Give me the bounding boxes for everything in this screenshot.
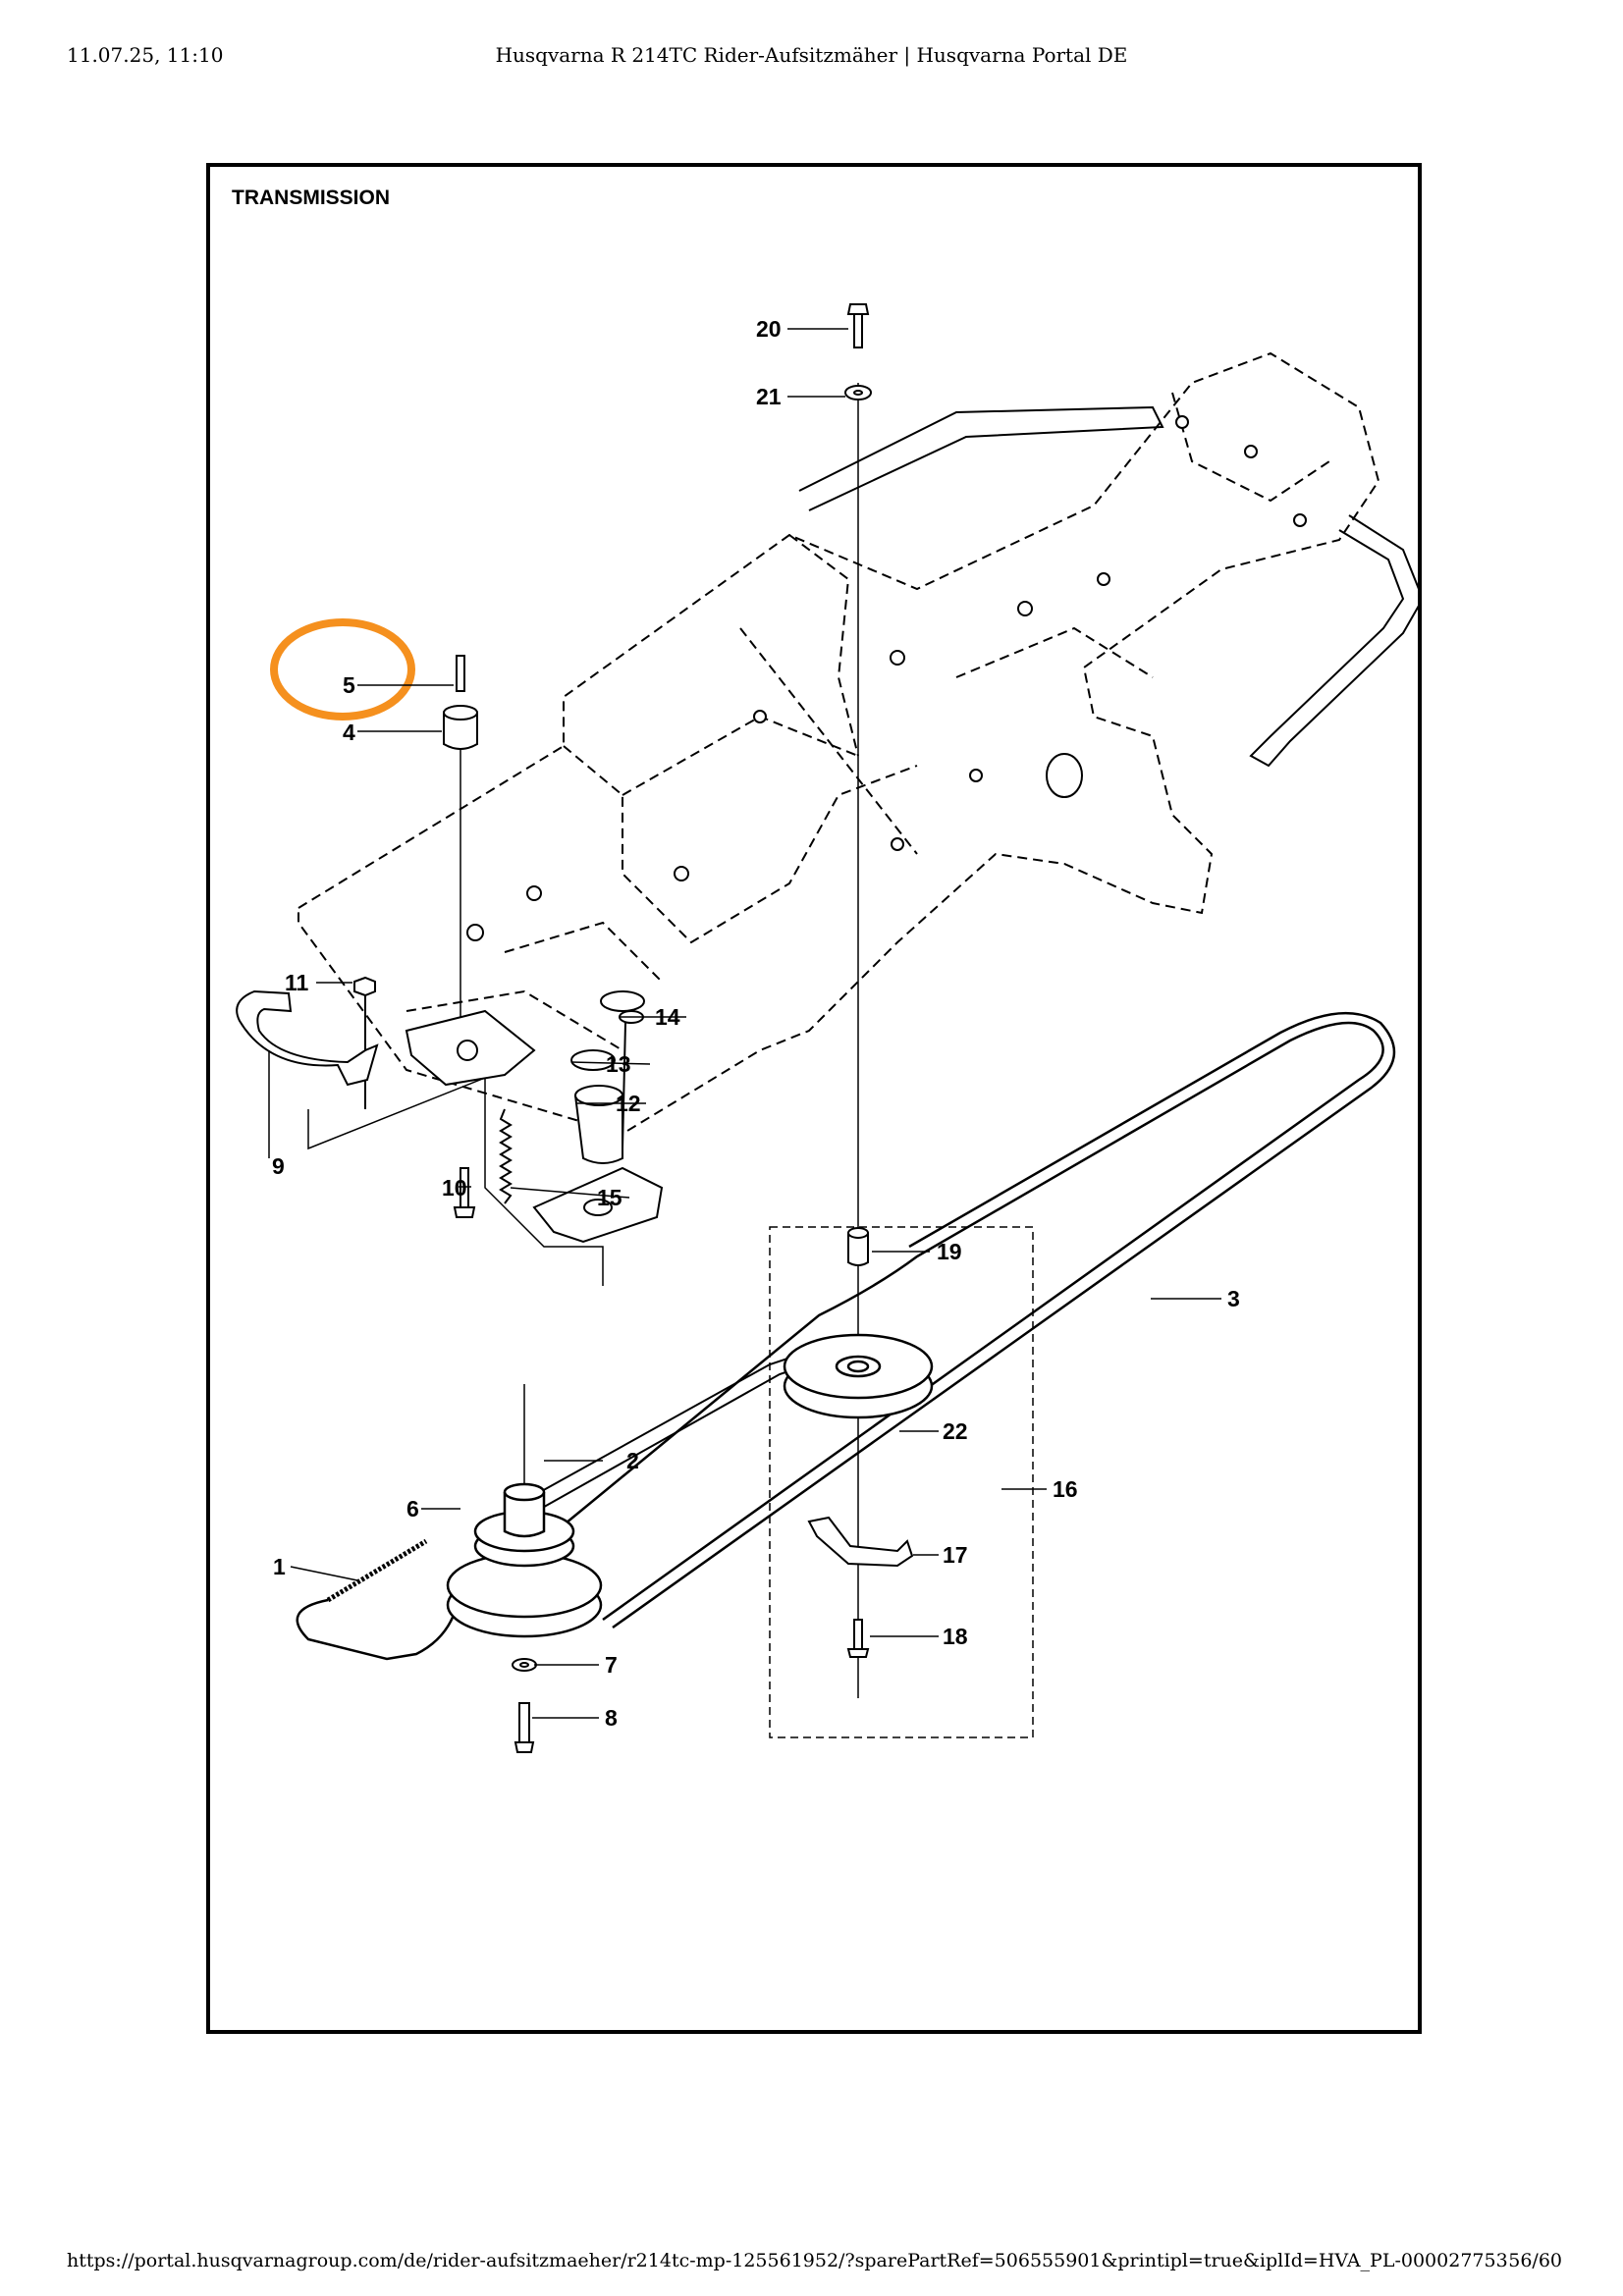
pulley-22 <box>783 1333 934 1419</box>
diagram-title: TRANSMISSION <box>232 187 391 209</box>
callout-22: 22 <box>943 1418 968 1444</box>
page-number: 56/60 <box>1508 2250 1562 2271</box>
washer-7 <box>512 1658 537 1672</box>
callout-10: 10 <box>442 1175 467 1201</box>
transmission-exploded-view: 20 21 5 4 11 14 13 12 9 10 15 19 3 22 2 … <box>236 303 1418 1753</box>
callout-5: 5 <box>343 672 355 698</box>
belt-3 <box>543 1011 1396 1629</box>
callout-1: 1 <box>273 1554 286 1579</box>
page-url: https://portal.husqvarnagroup.com/de/rid… <box>67 2250 1508 2271</box>
idler-arm-15 <box>532 1166 664 1244</box>
page-header-title: Husqvarna R 214TC Rider-Aufsitzmäher | H… <box>495 43 1128 67</box>
callout-12: 12 <box>616 1091 641 1116</box>
callout-14: 14 <box>655 1004 680 1030</box>
callout-2: 2 <box>626 1448 639 1473</box>
sleeve-12 <box>574 1085 623 1164</box>
bushing-4 <box>443 705 478 750</box>
cap-13 <box>570 1049 616 1071</box>
callout-8: 8 <box>605 1705 618 1731</box>
kit-box-16 <box>769 1226 1034 1738</box>
spacer-19 <box>847 1227 869 1266</box>
pulley-6 <box>446 1482 603 1638</box>
callout-21: 21 <box>756 384 782 409</box>
callout-7: 7 <box>605 1652 618 1678</box>
chassis-frame <box>298 351 1380 1136</box>
callout-labels: 20 21 5 4 11 14 13 12 9 10 15 19 3 22 2 … <box>272 316 1240 1731</box>
highlight-circle <box>270 618 415 721</box>
diagram-frame: TRANSMISSION <box>206 163 1422 2034</box>
callout-15: 15 <box>597 1185 622 1210</box>
callout-11: 11 <box>285 970 309 995</box>
pin-5 <box>456 655 465 692</box>
bolt-20 <box>846 303 870 348</box>
callout-13: 13 <box>606 1051 631 1077</box>
bolt-8 <box>514 1702 535 1753</box>
bracket-17 <box>807 1516 914 1568</box>
callout-4: 4 <box>343 720 355 745</box>
print-datetime: 11.07.25, 11:10 <box>67 43 224 67</box>
callout-19: 19 <box>937 1239 962 1264</box>
leader-lines <box>268 328 1221 1719</box>
frame-holes <box>466 415 1307 1012</box>
belt-1 <box>296 1538 458 1661</box>
callout-20: 20 <box>756 316 782 342</box>
callout-3: 3 <box>1227 1286 1240 1311</box>
bolt-18 <box>846 1619 870 1658</box>
spring-15 <box>499 1108 513 1204</box>
callout-16: 16 <box>1053 1476 1078 1502</box>
callout-9: 9 <box>272 1153 285 1179</box>
mount-plate <box>405 1009 536 1087</box>
washer-21 <box>844 385 872 400</box>
bolt-10 <box>453 1167 476 1218</box>
belt-guide-9 <box>236 989 379 1087</box>
callout-18: 18 <box>943 1624 968 1649</box>
callout-17: 17 <box>943 1542 968 1568</box>
bracket-outline-9 <box>307 1069 506 1150</box>
nut-11 <box>353 976 376 1109</box>
callout-6: 6 <box>406 1496 419 1522</box>
seat-frame-tubes <box>798 405 1418 768</box>
